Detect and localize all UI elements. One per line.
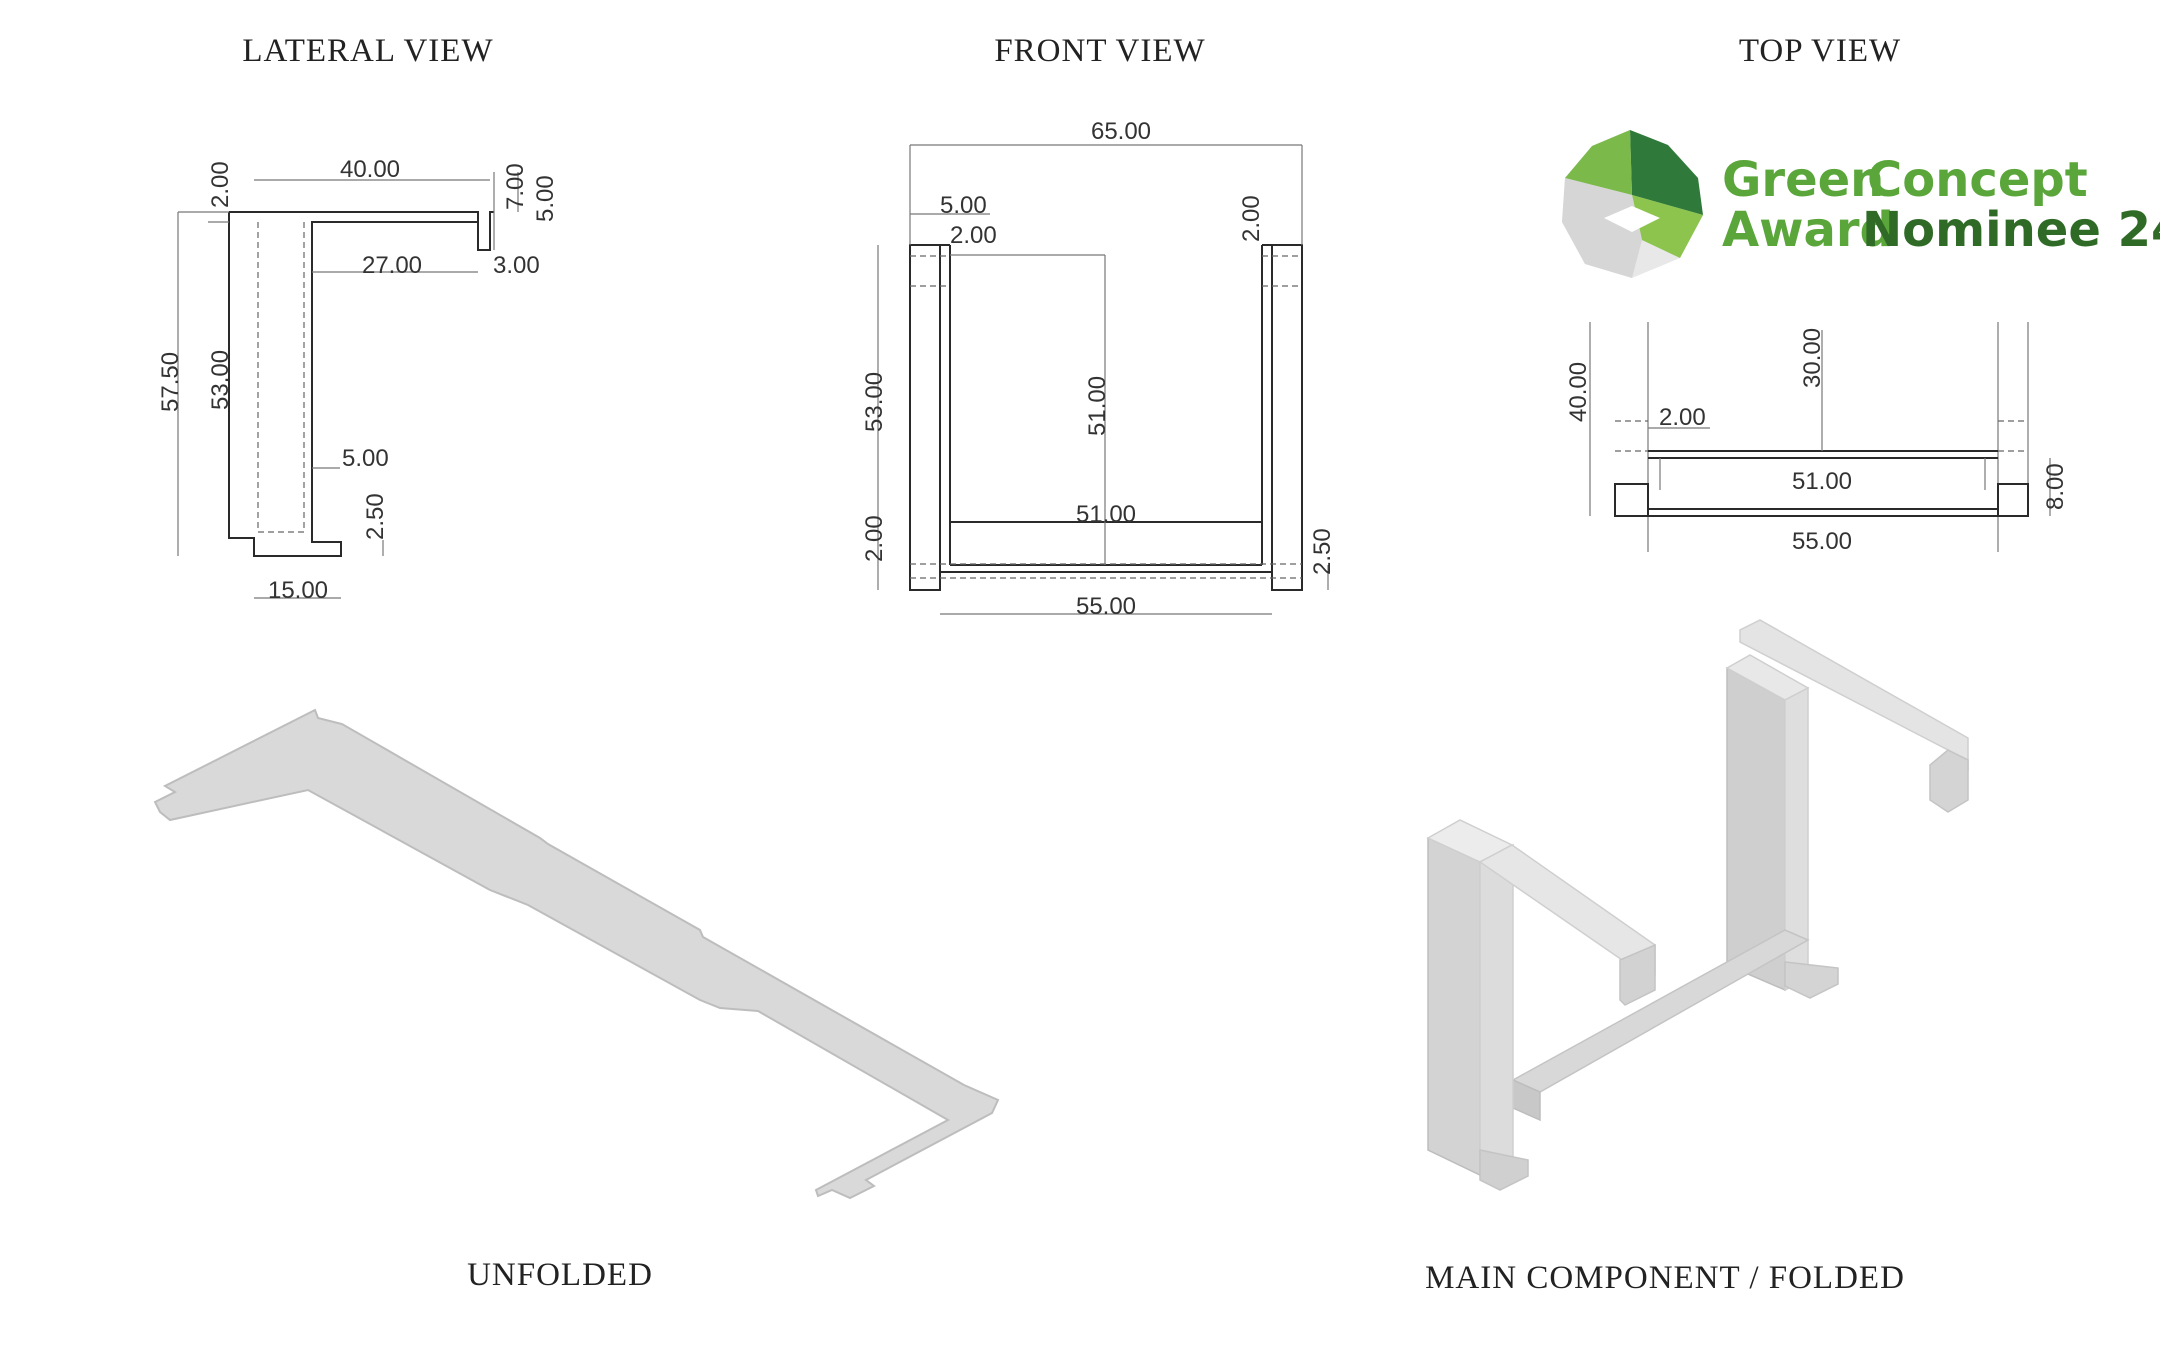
folded-component-drawing xyxy=(1426,619,1969,1191)
lateral-dim-5-low: 5.00 xyxy=(342,445,389,472)
lateral-view-drawing: 2.00 40.00 7.00 5.00 27.00 3.00 57.50 53… xyxy=(157,156,559,604)
top-view-title: TOP VIEW xyxy=(1739,33,1901,69)
lateral-view-title: LATERAL VIEW xyxy=(242,33,493,69)
lateral-dim-57-5: 57.50 xyxy=(157,352,184,412)
front-dim-51-h: 51.00 xyxy=(1076,501,1136,528)
lateral-dim-5-top: 5.00 xyxy=(532,175,559,222)
top-dim-8: 8.00 xyxy=(2042,463,2069,510)
front-dim-65: 65.00 xyxy=(1091,118,1151,145)
front-dim-2-top-right: 2.00 xyxy=(1238,195,1265,242)
lateral-dim-27: 27.00 xyxy=(362,252,422,279)
front-view-drawing: 65.00 5.00 2.00 2.00 53.00 51.00 51.00 2… xyxy=(861,118,1336,620)
unfolded-title: UNFOLDED xyxy=(467,1257,653,1293)
front-dim-2-5: 2.50 xyxy=(1309,528,1336,575)
front-view-title: FRONT VIEW xyxy=(994,33,1205,69)
top-view-drawing: 40.00 30.00 2.00 51.00 8.00 55.00 xyxy=(1565,322,2069,555)
unfolded-part-drawing xyxy=(153,708,1000,1200)
front-dim-51-v: 51.00 xyxy=(1084,376,1111,436)
lateral-dim-40: 40.00 xyxy=(340,156,400,183)
lateral-dim-3: 3.00 xyxy=(493,252,540,279)
front-dim-2-bottom: 2.00 xyxy=(861,515,888,562)
top-dim-51: 51.00 xyxy=(1792,468,1852,495)
front-dim-2-top-left: 2.00 xyxy=(950,222,997,249)
front-dim-5: 5.00 xyxy=(940,192,987,219)
lateral-dim-2: 2.00 xyxy=(207,161,234,208)
lateral-dim-15: 15.00 xyxy=(268,577,328,604)
award-text-award: Award xyxy=(1722,202,1894,258)
award-text-nominee: Nominee 24 xyxy=(1862,202,2160,258)
top-dim-30: 30.00 xyxy=(1799,328,1826,388)
award-text-concept: Concept xyxy=(1867,152,2088,208)
top-dim-2: 2.00 xyxy=(1659,404,1706,431)
front-dim-53: 53.00 xyxy=(861,372,888,432)
green-concept-award-logo: Green Concept Award Nominee 24 xyxy=(1562,130,2160,278)
lateral-dim-2-5: 2.50 xyxy=(362,493,389,540)
top-dim-55: 55.00 xyxy=(1792,528,1852,555)
front-dim-55: 55.00 xyxy=(1076,593,1136,620)
lateral-dim-53: 53.00 xyxy=(207,350,234,410)
award-text-green: Green xyxy=(1722,152,1884,208)
lateral-dim-7: 7.00 xyxy=(502,163,529,210)
top-dim-40: 40.00 xyxy=(1565,362,1592,422)
folded-title: MAIN COMPONENT / FOLDED xyxy=(1425,1260,1905,1296)
